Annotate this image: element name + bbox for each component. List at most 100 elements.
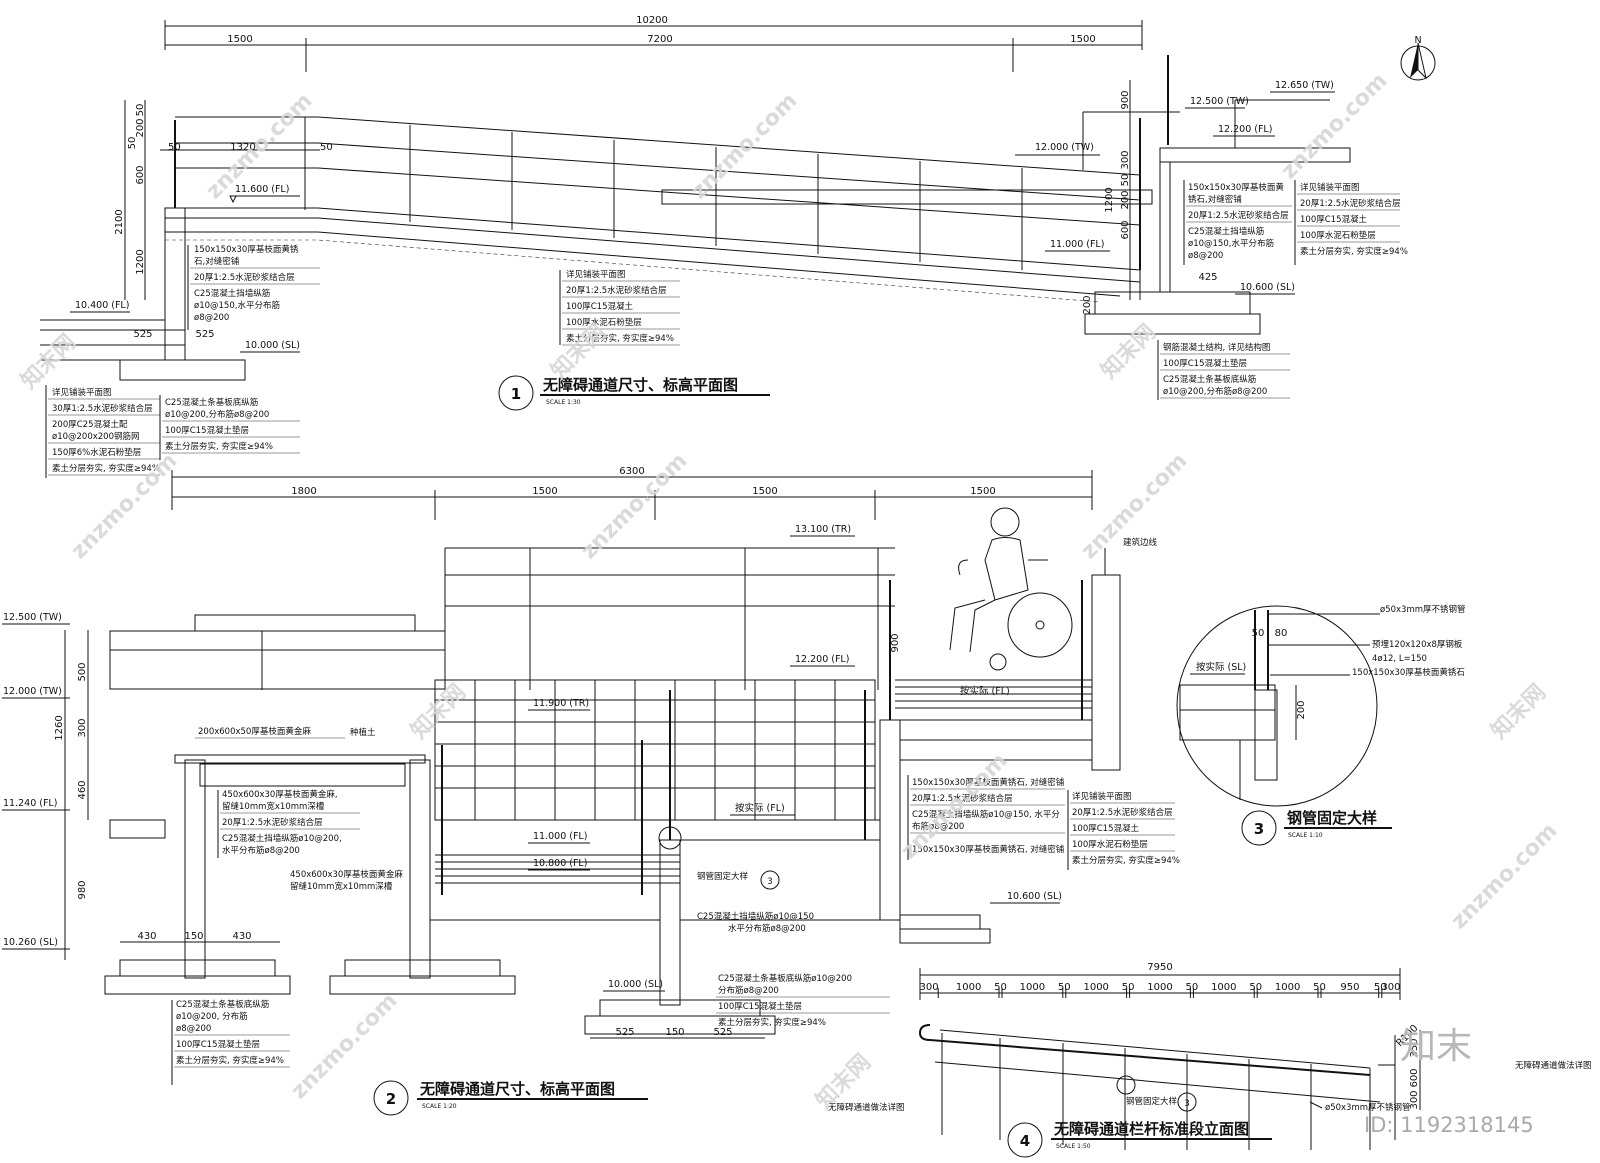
svg-text:525: 525 [133, 329, 152, 340]
svg-text:50: 50 [127, 137, 138, 150]
svg-text:详见铺装平面图: 详见铺装平面图 [52, 387, 112, 398]
svg-text:1320: 1320 [230, 142, 255, 153]
dim-overall-6300: 6300 [619, 466, 644, 477]
watermark-cn: 知末网 [1096, 319, 1161, 384]
notes-right-1: 150x150x30厚基枝面黄 锈石,对缝密铺 20厚1:2.5水泥砂浆结合层 … [1157, 180, 1408, 400]
watermark-cn: 知末网 [1486, 679, 1551, 744]
svg-text:C25混凝土挡墙纵筋: C25混凝土挡墙纵筋 [194, 288, 270, 299]
dim-segment-label: 300 [920, 982, 939, 993]
svg-text:100厚C15混凝土: 100厚C15混凝土 [1072, 823, 1139, 834]
level-marker: 11.600 (FL) [235, 184, 289, 195]
svg-text:1260: 1260 [54, 715, 65, 740]
svg-text:C25混凝土条基板底纵筋: C25混凝土条基板底纵筋 [165, 397, 258, 408]
dim-overall-7950: 7950 [1147, 962, 1172, 973]
svg-text:150x150x30厚基枝面黄锈石: 150x150x30厚基枝面黄锈石 [1352, 667, 1465, 678]
svg-text:100厚C15混凝土垫层: 100厚C15混凝土垫层 [176, 1039, 260, 1050]
svg-text:按实际 (SL): 按实际 (SL) [1196, 661, 1246, 673]
svg-text:C25混凝土条基板底纵筋: C25混凝土条基板底纵筋 [1163, 374, 1256, 385]
level-markers-1: 11.600 (FL) 10.400 (FL) 10.000 (SL) 12.0… [70, 80, 1335, 353]
svg-text:种植土: 种植土 [350, 727, 376, 738]
svg-text:素土分层夯实, 夯实度≥94%: 素土分层夯实, 夯实度≥94% [1072, 855, 1180, 866]
svg-text:ø50x3mm厚不锈钢管: ø50x3mm厚不锈钢管 [1325, 1102, 1411, 1113]
notes-2: 建筑边线 种植土 200x600x50厚基枝面黄金麻 450x600x30厚基枝… [171, 537, 1180, 1113]
svg-text:600: 600 [135, 165, 146, 184]
svg-text:450x600x30厚基枝面黄金麻,: 450x600x30厚基枝面黄金麻, [222, 789, 338, 800]
svg-text:100厚C15混凝土垫层: 100厚C15混凝土垫层 [165, 425, 249, 436]
level-marker: 10.600 (SL) [1007, 891, 1062, 902]
svg-text:100厚水泥石粉垫层: 100厚水泥石粉垫层 [566, 317, 642, 328]
svg-text:1800: 1800 [291, 486, 316, 497]
svg-text:布筋ø8@200: 布筋ø8@200 [912, 821, 964, 832]
level-marker: 10.000 (SL) [608, 979, 663, 990]
svg-text:ø50x3mm厚不锈钢管: ø50x3mm厚不锈钢管 [1380, 604, 1466, 615]
dims-bottom-2: 430 150 430 525 150 525 [120, 931, 765, 1039]
drawing-scale: SCALE 1:20 [422, 1103, 457, 1110]
svg-text:水平分布筋ø8@200: 水平分布筋ø8@200 [222, 845, 300, 856]
svg-text:50: 50 [1120, 174, 1131, 187]
svg-text:3: 3 [767, 877, 772, 887]
svg-text:详见铺装平面图: 详见铺装平面图 [1072, 791, 1132, 802]
notes-mid-1: 详见铺装平面图 20厚1:2.5水泥砂浆结合层 100厚C15混凝土 100厚水… [559, 269, 680, 346]
dim-overall-10200: 10200 [636, 15, 668, 26]
walls-foundations-2 [104, 548, 1121, 1035]
dim-top: 1500 [1070, 34, 1095, 45]
dim-segment-label: 50 [1249, 982, 1262, 993]
svg-text:100厚水泥石粉垫层: 100厚水泥石粉垫层 [1072, 839, 1148, 850]
svg-text:100厚C15混凝土: 100厚C15混凝土 [566, 301, 633, 312]
svg-text:300: 300 [1120, 150, 1131, 169]
railing-drawing-2 [109, 547, 1092, 895]
svg-text:100厚C15混凝土垫层: 100厚C15混凝土垫层 [718, 1001, 802, 1012]
svg-text:ø10@200,分布筋ø8@200: ø10@200,分布筋ø8@200 [165, 409, 269, 420]
svg-text:200: 200 [1082, 295, 1093, 314]
drawing-title: 无障碍通道栏杆标准段立面图 [1053, 1120, 1249, 1138]
drawing-number: 4 [1020, 1132, 1030, 1150]
svg-text:150: 150 [665, 1027, 684, 1038]
svg-text:980: 980 [77, 880, 88, 899]
north-label: N [1414, 35, 1421, 46]
svg-text:素土分层夯实, 夯实度≥94%: 素土分层夯实, 夯实度≥94% [1300, 246, 1408, 257]
level-marker: 12.000 (TW) [1035, 142, 1094, 153]
level-marker: 按实际 (FL) [735, 802, 785, 814]
svg-text:600: 600 [1120, 220, 1131, 239]
svg-text:1500: 1500 [532, 486, 557, 497]
svg-text:1500: 1500 [970, 486, 995, 497]
svg-text:ø10@200,分布筋ø8@200: ø10@200,分布筋ø8@200 [1163, 386, 1267, 397]
svg-text:C25混凝土挡墙纵筋ø10@150, 水平分: C25混凝土挡墙纵筋ø10@150, 水平分 [912, 809, 1060, 820]
svg-text:20厚1:2.5水泥砂浆结合层: 20厚1:2.5水泥砂浆结合层 [1188, 210, 1289, 221]
dim-segment-label: 50 [1122, 982, 1135, 993]
svg-text:150: 150 [184, 931, 203, 942]
svg-text:150x150x30厚基枝面黄: 150x150x30厚基枝面黄 [1188, 182, 1284, 193]
svg-text:1500: 1500 [752, 486, 777, 497]
title-block-2: 2 无障碍通道尺寸、标高平面图 SCALE 1:20 [373, 1080, 648, 1116]
svg-text:锈石,对缝密铺: 锈石,对缝密铺 [1188, 194, 1242, 205]
svg-text:350: 350 [1409, 1038, 1420, 1057]
level-marker: 11.900 (TR) [533, 698, 589, 709]
svg-text:600: 600 [1409, 1068, 1420, 1087]
svg-text:1200: 1200 [1104, 187, 1115, 212]
dim-segment-label: 950 [1340, 982, 1359, 993]
svg-text:20厚1:2.5水泥砂浆结合层: 20厚1:2.5水泥砂浆结合层 [566, 285, 667, 296]
notes-bottom-left-1: 详见铺装平面图 30厚1:2.5水泥砂浆结合层 200厚C25混凝土配 ø10@… [45, 385, 300, 478]
svg-text:300: 300 [1409, 1090, 1420, 1109]
svg-text:ø8@200: ø8@200 [194, 313, 229, 323]
title-block-4: 4 无障碍通道栏杆标准段立面图 SCALE 1:50 [1007, 1120, 1272, 1158]
svg-text:无障碍通道做法详图: 无障碍通道做法详图 [1515, 1060, 1592, 1071]
svg-text:ø8@200: ø8@200 [176, 1024, 211, 1034]
svg-text:ø10@200, 分布筋: ø10@200, 分布筋 [176, 1011, 248, 1022]
svg-text:300: 300 [77, 718, 88, 737]
svg-text:200: 200 [1296, 700, 1307, 719]
drawing-number: 2 [386, 1090, 396, 1108]
level-marker: 10.800 (FL) [533, 858, 587, 869]
notes-left-1: 150x150x30厚基枝面黄锈 石,对缝密铺 20厚1:2.5水泥砂浆结合层 … [187, 244, 320, 330]
svg-text:20厚1:2.5水泥砂浆结合层: 20厚1:2.5水泥砂浆结合层 [912, 793, 1013, 804]
dim-segment-label: 50 [1374, 982, 1387, 993]
dim-segment-label: 1000 [1275, 982, 1300, 993]
svg-text:4ø12, L=150: 4ø12, L=150 [1372, 654, 1427, 664]
svg-text:钢管固定大样: 钢管固定大样 [1126, 1096, 1178, 1107]
svg-text:30厚1:2.5水泥砂浆结合层: 30厚1:2.5水泥砂浆结合层 [52, 403, 153, 414]
svg-text:20厚1:2.5水泥砂浆结合层: 20厚1:2.5水泥砂浆结合层 [1072, 807, 1173, 818]
svg-text:525: 525 [713, 1027, 732, 1038]
svg-text:100厚水泥石粉垫层: 100厚水泥石粉垫层 [1300, 230, 1376, 241]
svg-text:430: 430 [137, 931, 156, 942]
